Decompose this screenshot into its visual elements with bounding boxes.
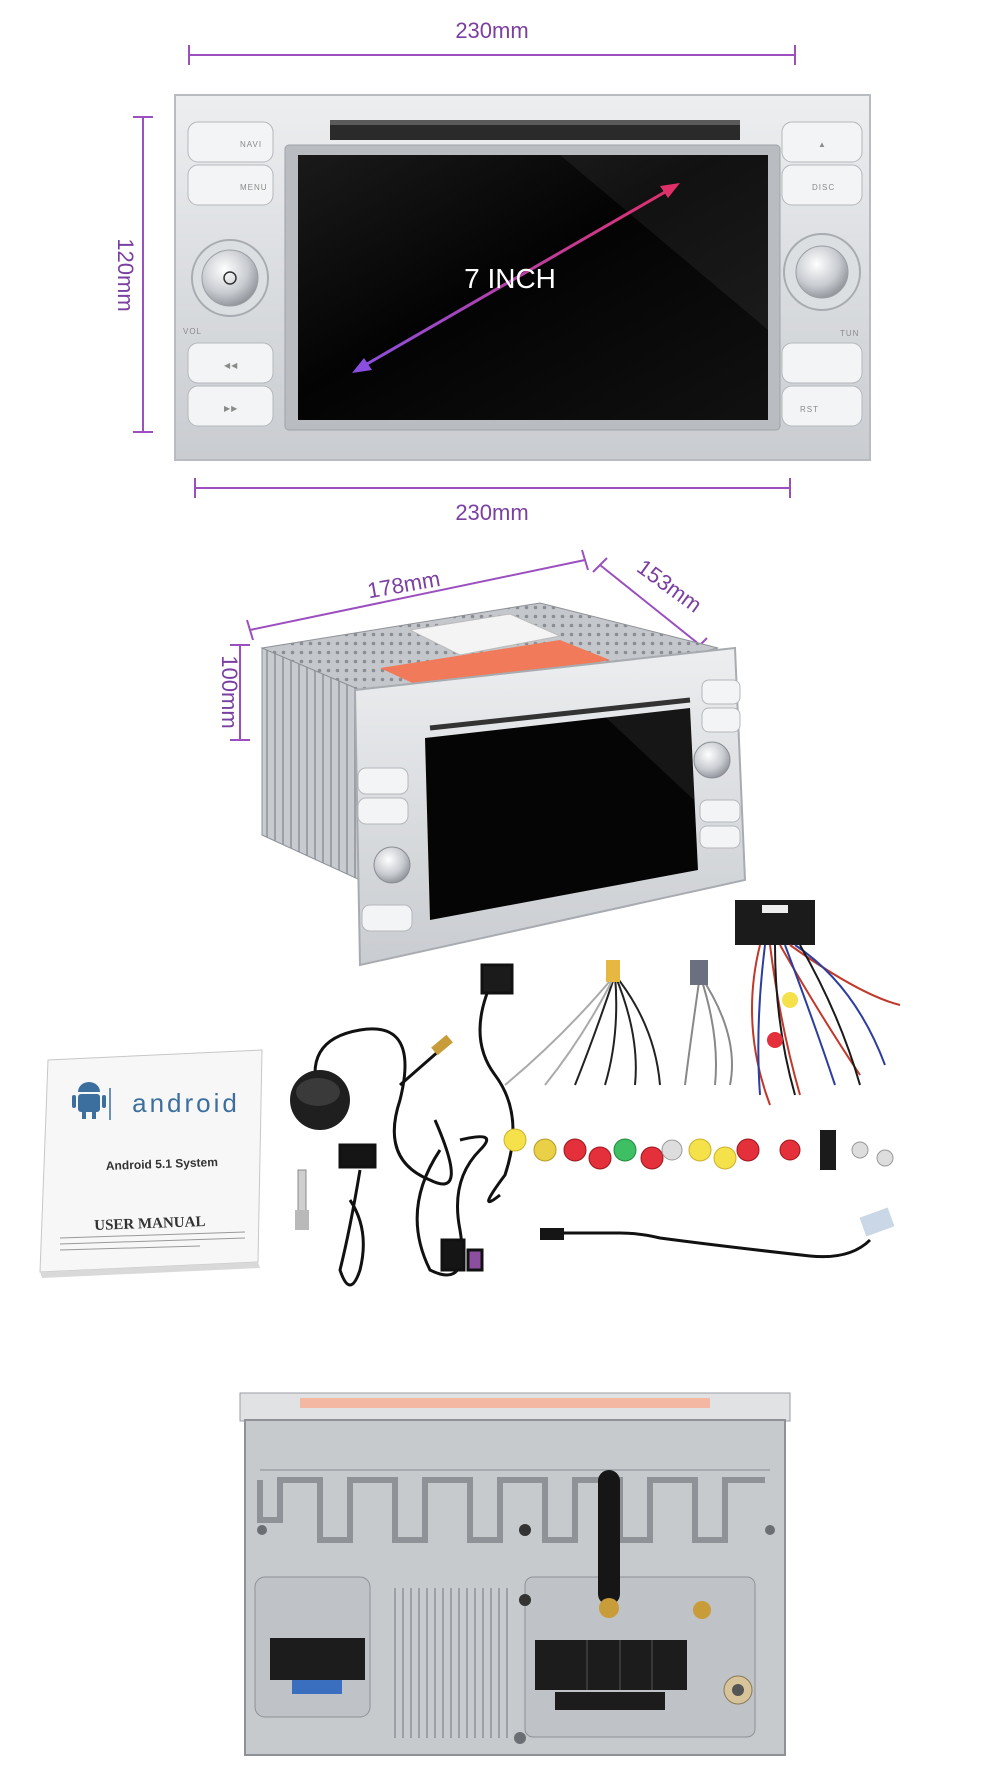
- menu-label: MENU: [240, 183, 268, 192]
- aux-cable: [540, 1207, 895, 1259]
- front-view: [133, 45, 871, 498]
- radio-antenna-adapter: [295, 1169, 309, 1230]
- angled-height-label: 100mm: [217, 655, 242, 728]
- angled-screen: [425, 708, 698, 920]
- gps-port: [693, 1601, 711, 1619]
- android-robot-icon: [72, 1082, 106, 1119]
- warning-label: [380, 640, 610, 692]
- next-button[interactable]: [187, 385, 274, 427]
- angled-view: [230, 549, 747, 967]
- right-control-column: [781, 121, 863, 427]
- multi-pin-connector: [535, 1640, 687, 1690]
- accessories: [39, 900, 901, 1287]
- power-icon: [223, 271, 237, 285]
- prev-button[interactable]: [187, 342, 274, 384]
- navi-label: NAVI: [240, 140, 262, 149]
- width-top-label: 230mm: [455, 18, 528, 43]
- width-dimension-top: [188, 45, 796, 65]
- width-bottom-label: 230mm: [455, 500, 528, 525]
- next-label: ▶▶: [224, 404, 238, 413]
- disc-label: DISC: [812, 183, 835, 192]
- prev-label: ◀◀: [224, 361, 238, 370]
- height-left-label: 120mm: [113, 238, 138, 311]
- height-dimension-angled: [230, 644, 250, 741]
- menu-button[interactable]: [187, 164, 274, 206]
- angled-depth-label: 153mm: [632, 554, 706, 617]
- rca-cable-bundle: [503, 960, 683, 1170]
- usb-cable: [338, 1135, 489, 1287]
- width-dimension-angled: [246, 549, 589, 641]
- eject-button[interactable]: [781, 121, 863, 163]
- microphone-cable: [478, 963, 515, 1204]
- manual-title: USER MANUAL: [94, 1214, 206, 1234]
- angled-tune-knob[interactable]: [693, 741, 731, 779]
- width-dimension-bottom: [194, 478, 791, 498]
- screen: [298, 155, 768, 420]
- tun-label: TUN: [840, 329, 859, 338]
- iso-connector: [270, 1638, 365, 1680]
- angled-volume-knob[interactable]: [373, 846, 411, 884]
- rst-button[interactable]: [781, 385, 863, 427]
- navi-button[interactable]: [187, 121, 274, 163]
- left-control-column: [187, 121, 274, 427]
- vol-label: VOL: [183, 327, 202, 336]
- eject-label: ▲: [818, 140, 827, 149]
- gps-antenna: [290, 1027, 453, 1186]
- rca-audio-bundle: [684, 960, 760, 1170]
- wifi-antenna: [598, 1470, 620, 1605]
- diagonal-arrow-icon: [352, 183, 680, 373]
- height-dimension-left: [133, 116, 153, 433]
- disc-button[interactable]: [781, 164, 863, 206]
- rear-view: [239, 1392, 791, 1756]
- rst-label: RST: [800, 405, 819, 414]
- heatsink-pattern: [257, 1477, 765, 1543]
- mode-button[interactable]: [781, 342, 863, 384]
- vent-grille: [392, 1588, 512, 1738]
- main-wiring-harness: [735, 900, 901, 1170]
- screen-size-label: 7 INCH: [464, 263, 556, 294]
- manual-text-lines: [59, 1231, 246, 1251]
- manual-system-text: Android 5.1 System: [106, 1155, 218, 1173]
- manual-logo-text: android: [132, 1088, 240, 1118]
